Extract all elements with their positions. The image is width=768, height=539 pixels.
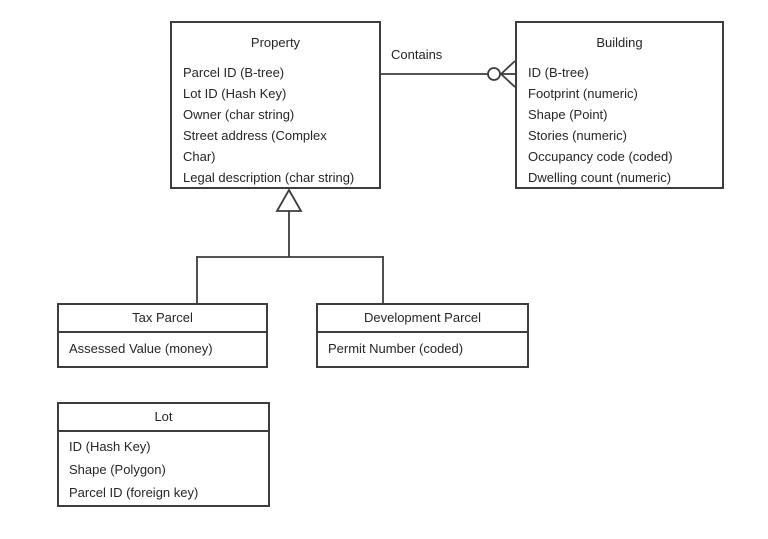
attribute-row: Permit Number (coded) bbox=[328, 341, 464, 356]
entity-development-parcel: Development Parcel Permit Number (coded) bbox=[316, 303, 529, 368]
attribute-row: Shape (Point) bbox=[528, 107, 608, 122]
entity-title: Property bbox=[250, 35, 301, 50]
attribute-row: Lot ID (Hash Key) bbox=[183, 86, 287, 101]
crow-foot-bottom-prong bbox=[500, 73, 516, 88]
entity-title: Lot bbox=[59, 404, 268, 432]
relationship-label-contains: Contains bbox=[391, 47, 443, 62]
attribute-list: ID (B-tree) Footprint (numeric) Shape (P… bbox=[517, 62, 722, 188]
attribute-row: Owner (char string) bbox=[183, 107, 295, 122]
crow-foot-top-prong bbox=[500, 60, 516, 75]
entity-building: Building ID (B-tree) Footprint (numeric)… bbox=[515, 21, 724, 189]
attribute-row: Footprint (numeric) bbox=[528, 86, 638, 101]
attribute-list: Assessed Value (money) bbox=[59, 333, 266, 359]
attribute-list: ID (Hash Key) Shape (Polygon) Parcel ID … bbox=[59, 432, 268, 504]
attribute-row: Assessed Value (money) bbox=[69, 341, 213, 356]
attribute-list: Parcel ID (B-tree) Lot ID (Hash Key) Own… bbox=[172, 62, 379, 188]
attribute-row: Street address (Complex Char) bbox=[183, 128, 327, 164]
attribute-row: ID (Hash Key) bbox=[69, 439, 151, 454]
entity-title: Tax Parcel bbox=[59, 305, 266, 333]
attribute-row: ID (B-tree) bbox=[528, 65, 589, 80]
generalization-triangle bbox=[275, 188, 303, 212]
entity-property: Property Parcel ID (B-tree) Lot ID (Hash… bbox=[170, 21, 381, 189]
attribute-row: Shape (Polygon) bbox=[69, 462, 166, 477]
attribute-row: Dwelling count (numeric) bbox=[528, 170, 672, 185]
entity-lot: Lot ID (Hash Key) Shape (Polygon) Parcel… bbox=[57, 402, 270, 507]
attribute-row: Parcel ID (B-tree) bbox=[183, 65, 285, 80]
attribute-row: Stories (numeric) bbox=[528, 128, 627, 143]
attribute-row: Occupancy code (coded) bbox=[528, 149, 673, 164]
attribute-row: Legal description (char string) bbox=[183, 170, 355, 185]
entity-title: Development Parcel bbox=[318, 305, 527, 333]
optionality-circle bbox=[487, 67, 501, 81]
entity-title: Building bbox=[596, 35, 643, 50]
attribute-row: Parcel ID (foreign key) bbox=[69, 485, 199, 500]
entity-tax-parcel: Tax Parcel Assessed Value (money) bbox=[57, 303, 268, 368]
attribute-list: Permit Number (coded) bbox=[318, 333, 527, 359]
